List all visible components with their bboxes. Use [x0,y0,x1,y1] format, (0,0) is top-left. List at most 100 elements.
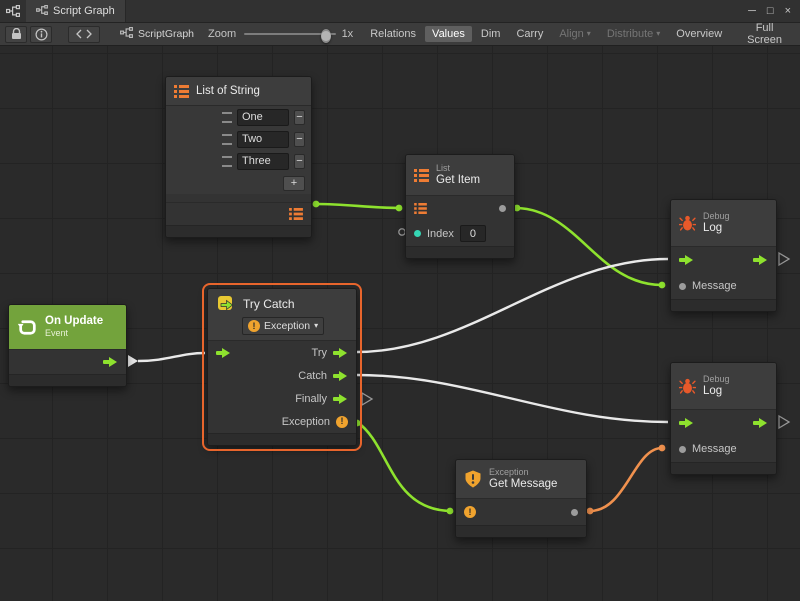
minimize-button[interactable]: ─ [748,5,756,17]
node-debug-log-top[interactable]: Debug Log Message [670,199,777,312]
port-label: Try [311,346,327,359]
chevron-down-icon: ▾ [586,29,591,38]
graph-name: ScriptGraph [138,28,195,40]
drag-handle-icon[interactable] [222,111,232,123]
wire-getitem-to-log-message[interactable] [516,206,663,287]
list-item-input[interactable] [237,108,289,126]
drag-handle-icon[interactable] [222,155,232,167]
wire-onupdate-to-trycatch[interactable] [137,351,206,363]
tab-title: Script Graph [53,5,115,17]
list-item-row: − [166,106,311,128]
graph-toolbar: ScriptGraph Zoom 1x Relations Values Dim… [0,20,800,48]
list-input-port[interactable] [414,203,427,214]
node-debug-log-bottom[interactable]: Debug Log Message [670,362,777,475]
index-input-port[interactable] [414,230,421,237]
wires-layer [128,200,791,515]
node-list-of-string[interactable]: List of String − − − + [165,76,312,238]
edit-code-button[interactable] [68,25,100,43]
tab-script-graph[interactable]: Script Graph [26,0,126,22]
node-title: Get Message [489,477,558,490]
toolbar-buttons: Relations Values Dim Carry Align▾ Distri… [363,20,798,48]
dim-button[interactable]: Dim [474,26,508,42]
flow-output-port[interactable] [103,356,118,368]
node-category: List [436,163,451,174]
wire-getmessage-to-log-message[interactable] [589,446,663,513]
node-on-update[interactable]: On Update Event [8,304,127,387]
node-try-catch[interactable]: Try Catch ! Exception ▾ Try Catch Finall… [202,283,362,451]
list-item-input[interactable] [237,152,289,170]
maximize-button[interactable]: □ [766,5,774,17]
list-item-row: − [166,128,311,150]
node-get-item[interactable]: List Get Item Index [405,154,515,259]
graph-breadcrumb[interactable]: ScriptGraph [120,26,195,41]
index-value-input[interactable] [459,225,486,242]
flow-input-port[interactable] [679,417,694,429]
full-screen-button[interactable]: Full Screen [731,20,798,48]
align-button[interactable]: Align▾ [552,26,597,42]
carry-button[interactable]: Carry [509,26,550,42]
flow-input-port[interactable] [216,347,231,359]
flow-arrowhead [128,355,138,367]
window-controls: ─ □ × [748,5,791,17]
port-label: Message [692,443,737,455]
flow-row [671,410,776,436]
finally-output-port[interactable] [333,393,348,405]
node-get-message[interactable]: Exception Get Message ! [455,459,587,538]
port-label: Index [427,227,454,240]
node-header: Debug Log [671,363,776,410]
wire-endpoint [658,281,666,289]
close-button[interactable]: × [784,5,791,17]
finally-port-hint [361,391,374,407]
message-output-port[interactable] [571,508,578,516]
node-header: Debug Log [671,200,776,247]
exception-output-port[interactable]: ! [336,415,348,428]
flow-output-port[interactable] [753,254,768,266]
remove-item-button[interactable]: − [294,131,305,147]
wire-list-to-getitem[interactable] [315,202,402,210]
wire-catch-to-log[interactable] [356,373,669,424]
node-title: On Update [45,315,104,328]
try-row: Try [208,341,356,364]
try-output-port[interactable] [333,347,348,359]
add-item-button[interactable]: + [283,175,305,191]
wire-exception-to-getmessage[interactable] [356,420,453,513]
zoom-slider-handle[interactable] [320,29,331,43]
list-output-port[interactable] [289,208,303,220]
getmessage-io-row: ! [456,499,586,525]
list-add-row: + [166,172,311,194]
zoom-slider[interactable] [244,28,336,43]
node-category: Exception [489,467,529,478]
relations-button[interactable]: Relations [363,26,423,42]
zoom-value: 1x [341,28,354,40]
flow-input-port[interactable] [679,254,694,266]
message-input-port[interactable] [679,282,686,290]
port-label: Exception [281,415,330,428]
title-bar: Script Graph ─ □ × [0,0,800,23]
list-output-row [166,202,311,225]
lock-button[interactable] [5,25,27,43]
item-output-port[interactable] [499,205,506,212]
node-title: Try Catch [243,297,295,311]
wire-try-to-log[interactable] [356,257,669,354]
node-title: Get Item [436,173,481,186]
exception-input-port[interactable]: ! [464,506,476,518]
catch-output-port[interactable] [333,370,348,382]
graph-canvas[interactable]: List of String − − − + [0,46,800,601]
exception-type-dropdown[interactable]: ! Exception ▾ [242,317,325,335]
graph-icon [6,5,20,17]
overview-button[interactable]: Overview [669,26,729,42]
add-item-input[interactable]: − [294,153,305,169]
inspect-button[interactable] [30,25,52,43]
node-header: List of String [166,77,311,106]
message-input-port[interactable] [679,445,686,453]
zoom-label: Zoom [208,28,237,40]
wire-endpoint [312,200,320,208]
values-button[interactable]: Values [425,26,472,42]
flow-output-port[interactable] [753,417,768,429]
warning-icon: ! [248,320,260,332]
node-footer [208,433,356,445]
drag-handle-icon[interactable] [222,133,232,145]
remove-item-button[interactable]: − [294,109,305,125]
list-item-input[interactable] [237,130,289,148]
distribute-button[interactable]: Distribute▾ [600,26,667,42]
